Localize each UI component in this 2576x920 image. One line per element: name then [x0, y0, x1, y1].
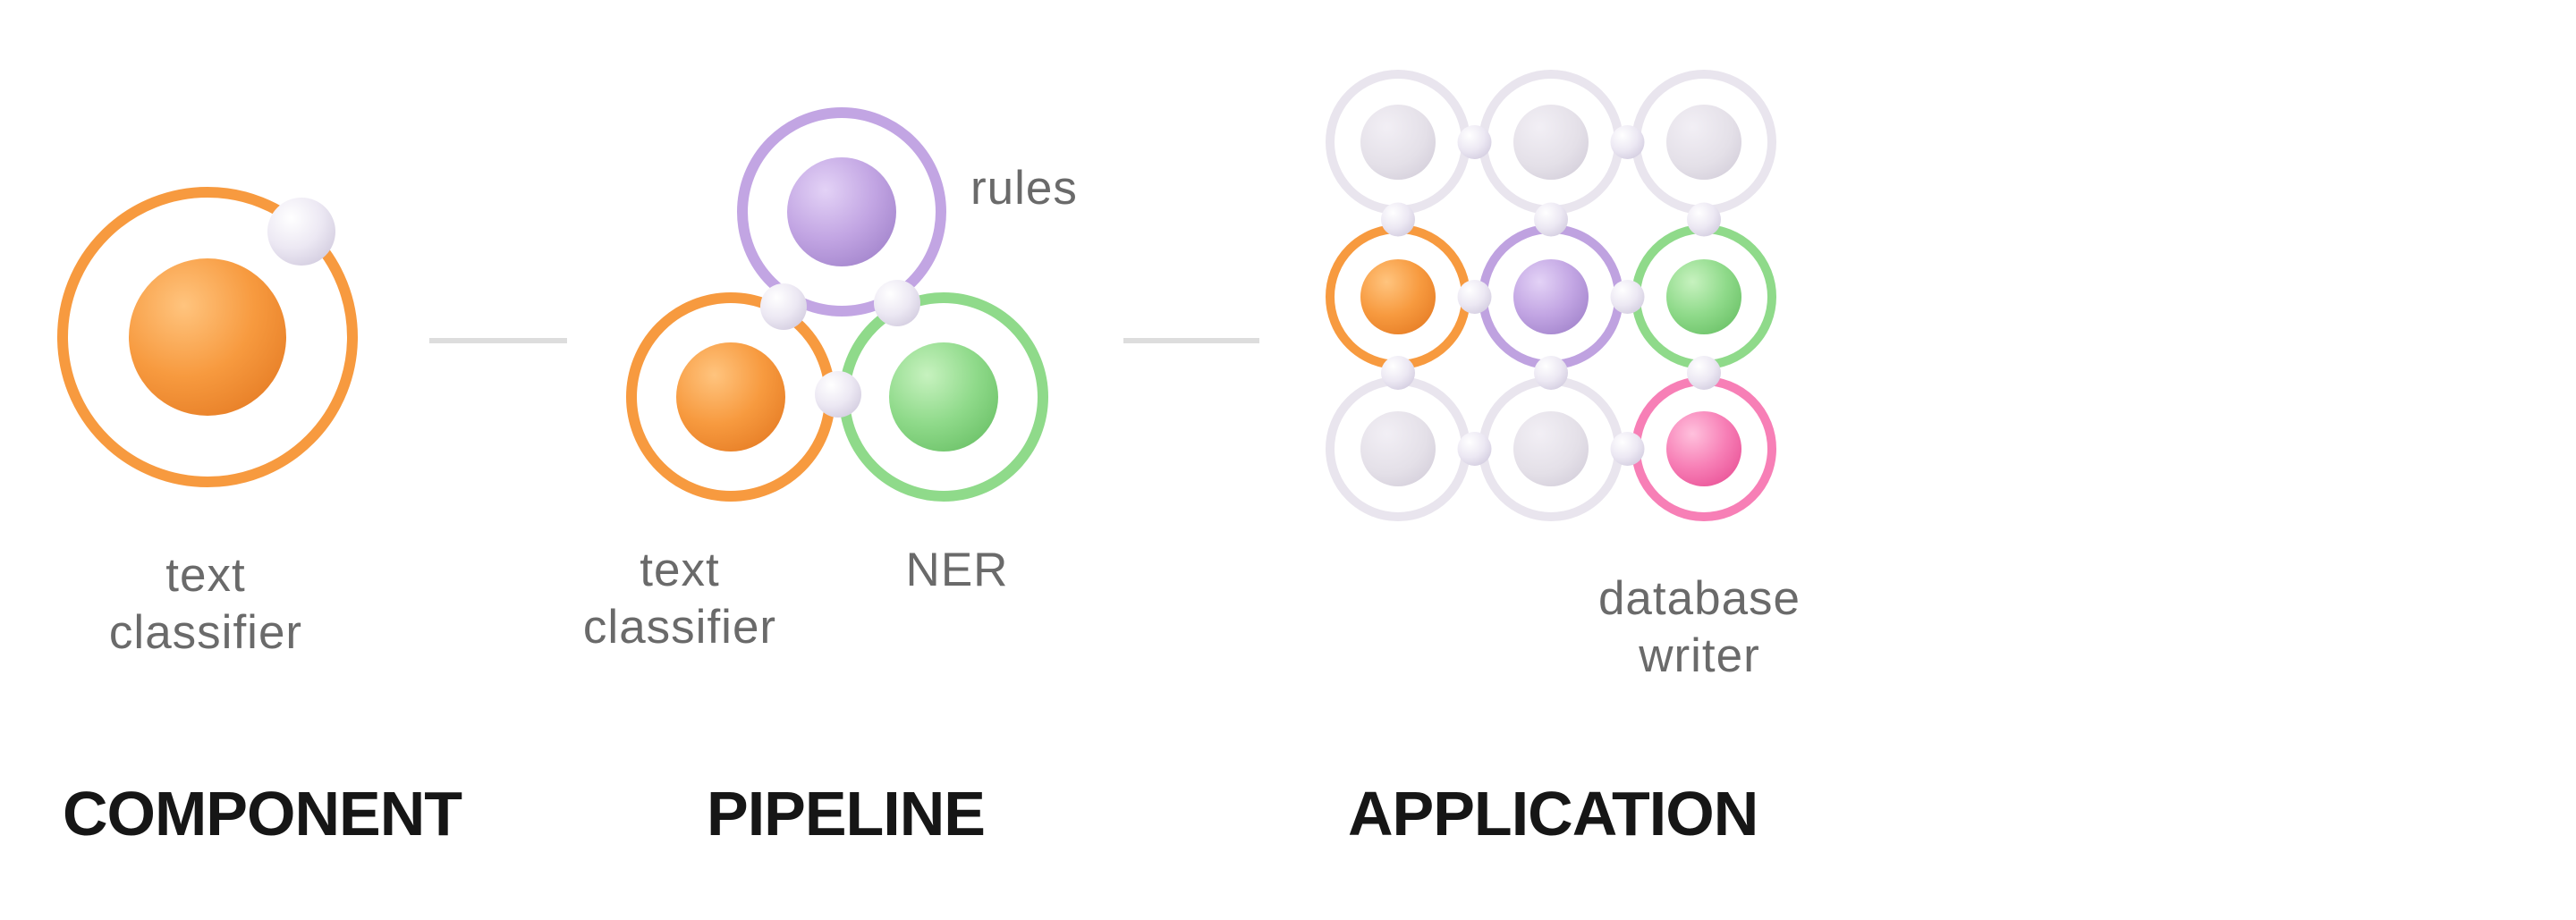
connector-node: [760, 283, 807, 330]
connector-node: [1610, 432, 1645, 466]
connector-node: [1457, 125, 1492, 159]
pipeline-ring-purple: [737, 107, 946, 317]
component-core-orange: [129, 258, 286, 416]
application-diagram: [1326, 70, 1776, 521]
application-core-purple: [1513, 259, 1589, 334]
component-ring-orange: [57, 187, 358, 487]
connector-node: [1687, 202, 1721, 237]
component-heading: COMPONENT: [63, 779, 462, 848]
pipeline-core-orange: [676, 342, 785, 452]
pipeline-core-purple: [787, 157, 896, 266]
connector-node: [1534, 202, 1568, 237]
application-heading: APPLICATION: [1348, 779, 1758, 848]
pipeline-core-green: [889, 342, 998, 452]
connector-node: [1457, 280, 1492, 314]
pipeline-text-line2: classifier: [582, 601, 777, 654]
connector-node: [267, 198, 335, 266]
connector-node: [815, 371, 861, 418]
component-diagram: [57, 187, 358, 487]
application-core-orange: [1360, 259, 1436, 334]
connector-node: [1381, 202, 1415, 237]
connector-node: [1534, 356, 1568, 390]
application-core-inactive: [1360, 411, 1436, 486]
pipeline-ner-label: NER: [905, 544, 1009, 596]
component-label-line1: text: [165, 549, 246, 602]
application-core-inactive: [1360, 105, 1436, 180]
pipeline-rules-label: rules: [970, 162, 1078, 215]
application-connectors: [1381, 125, 1721, 466]
pipeline-text-classifier-label: text classifier: [519, 542, 841, 656]
application-core-green: [1666, 259, 1741, 334]
application-db-line2: writer: [1639, 629, 1760, 682]
pipeline-diagram: [626, 107, 1048, 502]
connector-node: [1381, 356, 1415, 390]
application-db-writer-label: database writer: [1538, 570, 1860, 685]
application-core-inactive: [1513, 105, 1589, 180]
connector-node: [1610, 280, 1645, 314]
connector-node: [1687, 356, 1721, 390]
connector-node: [1610, 125, 1645, 159]
application-core-inactive: [1513, 411, 1589, 486]
application-core-pink: [1666, 411, 1741, 486]
pipeline-heading: PIPELINE: [707, 779, 986, 848]
application-core-inactive: [1666, 105, 1741, 180]
application-db-line1: database: [1597, 572, 1801, 625]
connector-node: [874, 280, 920, 326]
pipeline-text-line1: text: [640, 544, 720, 596]
component-label-line2: classifier: [108, 606, 303, 659]
component-label: text classifier: [45, 547, 367, 662]
connector-node: [1457, 432, 1492, 466]
